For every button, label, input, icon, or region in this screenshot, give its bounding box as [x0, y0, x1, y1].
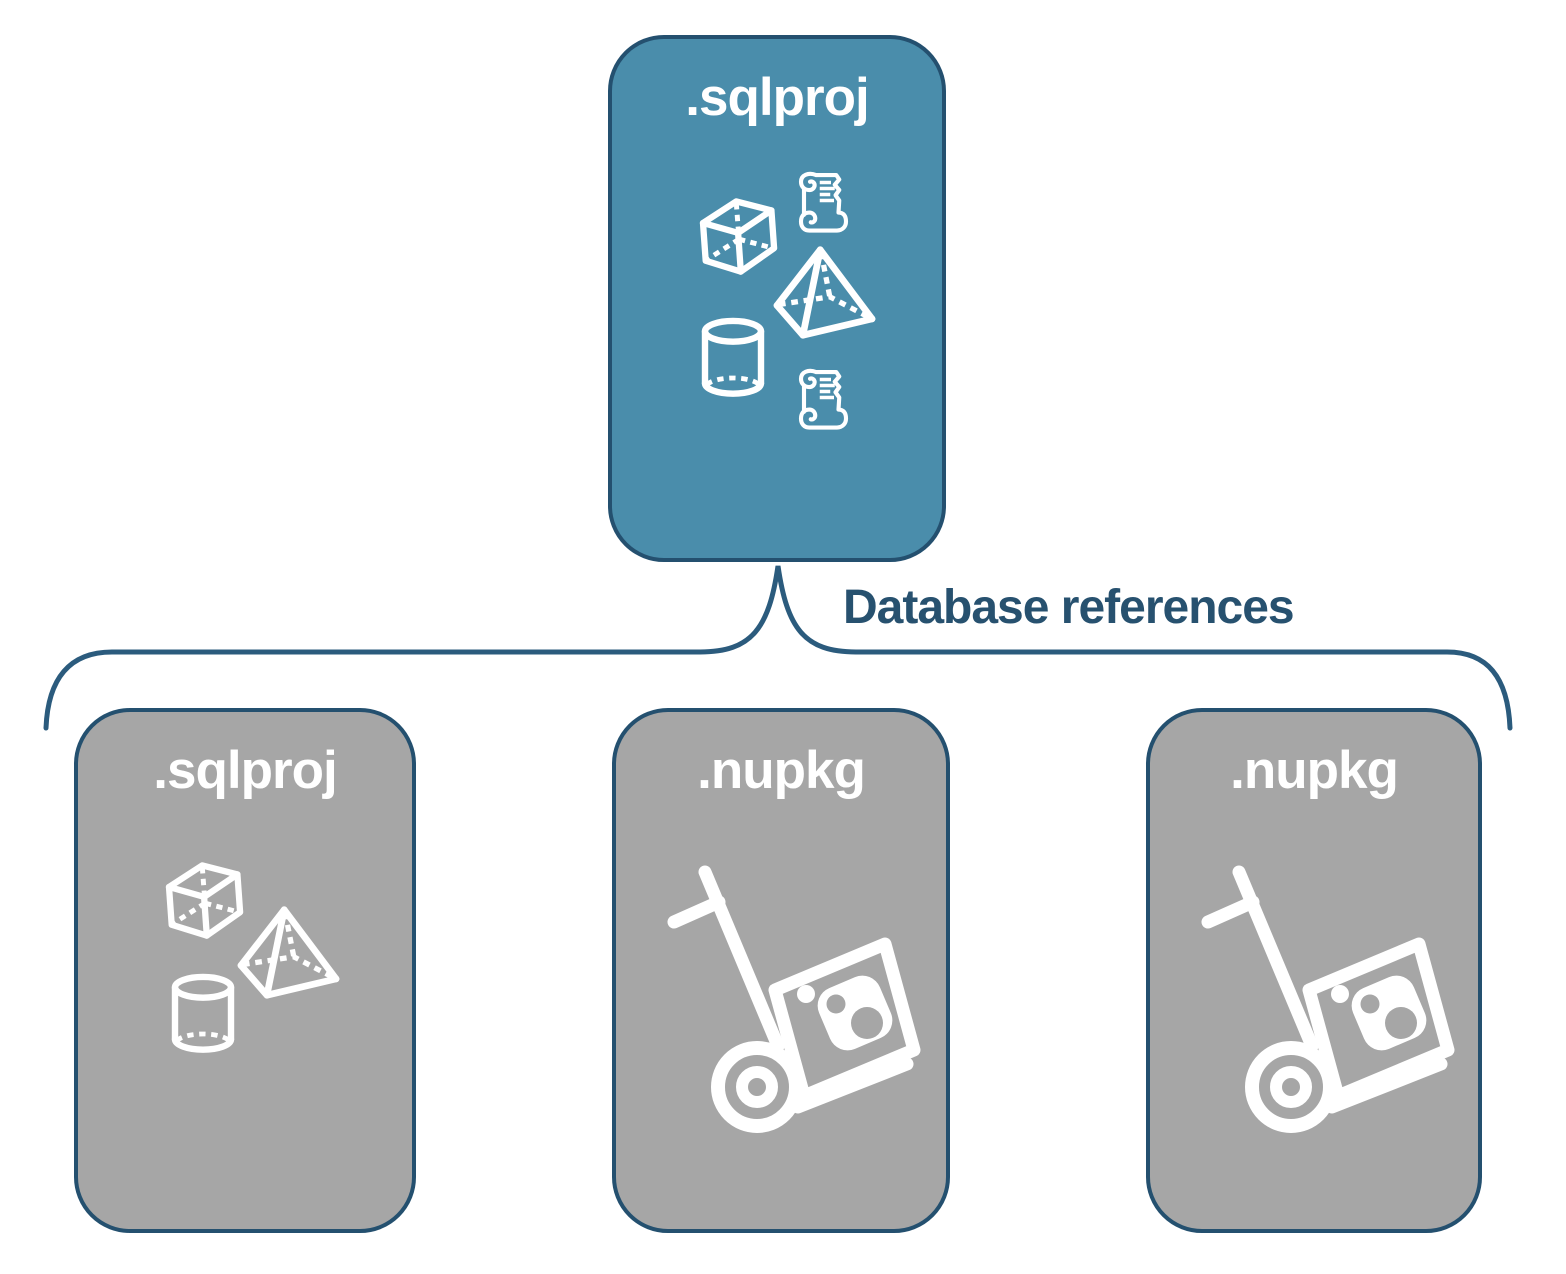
package-dolly-icon: [662, 850, 924, 1135]
cube-icon: [694, 196, 784, 286]
pyramid-icon: [772, 244, 878, 340]
node-child-nupkg-1: .nupkg: [612, 708, 950, 1233]
node-title: .nupkg: [697, 741, 866, 800]
node-title: .sqlproj: [685, 68, 869, 127]
node-child-nupkg-2: .nupkg: [1146, 708, 1482, 1233]
scroll-icon: [795, 169, 849, 238]
node-root-sqlproj: .sqlproj: [608, 35, 946, 562]
edge-label: Database references: [843, 581, 1295, 634]
pyramid-icon: [236, 904, 342, 1000]
scroll-icon: [795, 366, 849, 435]
node-title: .nupkg: [1230, 741, 1399, 800]
node-child-sqlproj: .sqlproj: [74, 708, 416, 1233]
cylinder-icon: [697, 314, 769, 403]
package-dolly-icon: [1196, 850, 1458, 1135]
cylinder-icon: [167, 970, 239, 1059]
node-title: .sqlproj: [153, 741, 337, 800]
